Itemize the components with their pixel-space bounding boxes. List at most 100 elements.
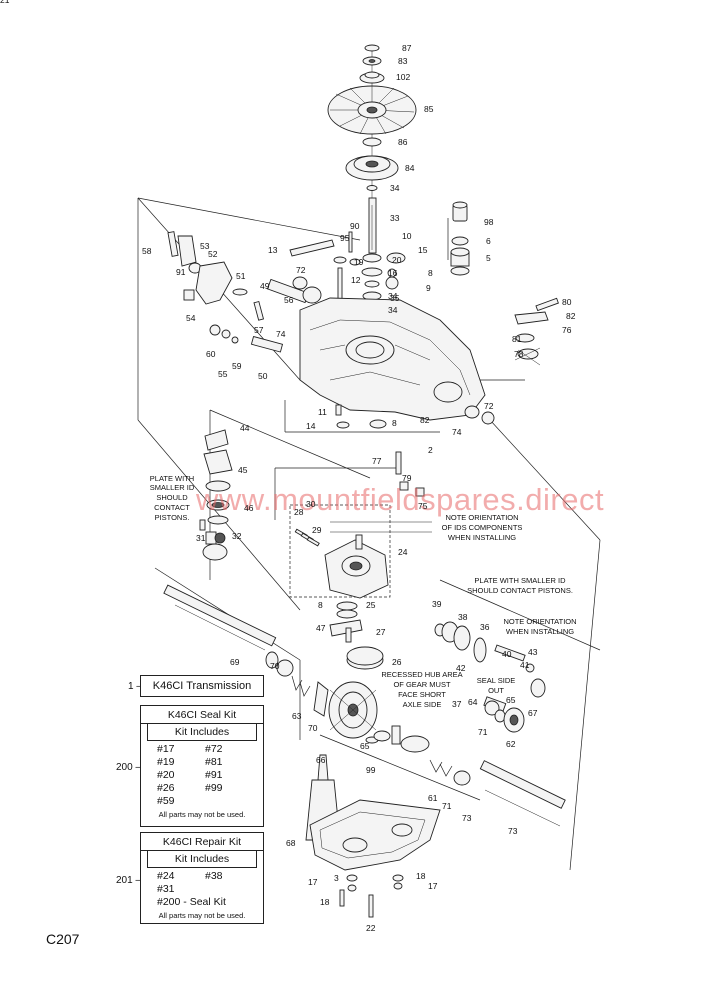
notes: PLATE WITH SMALLER ID SHOULD CONTACT PIS… (150, 474, 577, 709)
callout-label: 75 (418, 501, 428, 511)
callout-label: 71 (442, 801, 452, 811)
callout-label: 38 (458, 612, 468, 622)
callout-label: 39 (432, 599, 442, 609)
note-recessed-line2: OF GEAR MUST (393, 680, 451, 689)
callout-label: 72 (484, 401, 494, 411)
callout-label: 62 (506, 739, 516, 749)
callout-label: 32 (232, 531, 242, 541)
callout-label: 50 (258, 371, 268, 381)
repair-kit-items: #24#38#31#200 - Seal Kit (141, 868, 263, 908)
note-ids-line2: OF IDS COMPONENTS (442, 523, 523, 532)
right-axle-group (434, 621, 546, 733)
note-recessed-line1: RECESSED HUB AREA (381, 670, 462, 679)
callout-label: 66 (316, 755, 326, 765)
callout-label: 90 (350, 221, 360, 231)
callout-label: 30 (306, 499, 316, 509)
callout-label: 99 (366, 765, 376, 775)
bottom-case (309, 799, 441, 918)
callout-label: 26 (392, 657, 402, 667)
differential-gear (328, 681, 430, 753)
repair-kit-note: All parts may not be used. (158, 911, 246, 920)
callout-label: 21 (0, 0, 10, 5)
note-plate-left-line5: PISTONS. (155, 513, 190, 522)
callout-label: 8 (318, 600, 323, 610)
kit-item: #24 (157, 870, 175, 882)
callout-label: 57 (254, 325, 264, 335)
kit-item: #81 (205, 756, 223, 768)
note-plate-left-line3: SHOULD (156, 493, 188, 502)
callout-label: 85 (424, 104, 434, 114)
main-case (299, 297, 495, 429)
transmission-ref: 1 – (128, 681, 142, 692)
kit-item: #91 (205, 769, 223, 781)
callout-label: 70 (270, 661, 280, 671)
callout-label: 11 (318, 407, 327, 417)
callout-label: 3 (334, 873, 339, 883)
callout-label: 64 (468, 697, 478, 707)
callout-label: 28 (294, 507, 304, 517)
callout-label: 82 (420, 415, 430, 425)
callout-label: 34 (390, 183, 400, 193)
input-shaft-group (289, 197, 406, 321)
callout-label: 73 (508, 826, 518, 836)
callout-label: 67 (528, 708, 538, 718)
callout-label: 29 (312, 525, 322, 535)
callout-label: 27 (376, 627, 386, 637)
note-plate-left-line2: SMALLER ID (150, 483, 195, 492)
callout-label: 53 (200, 241, 210, 251)
repair-kit-ref: 201 – (116, 875, 142, 886)
callout-label: 81 (512, 334, 522, 344)
callout-label: 56 (284, 295, 294, 305)
seal-kit-subtitle: Kit Includes (147, 724, 257, 741)
kit-item: #20 (157, 769, 175, 781)
seal-kit-ref: 200 – (116, 762, 142, 773)
callout-label: 24 (398, 547, 408, 557)
callout-label: 25 (366, 600, 376, 610)
note-ids-line1: NOTE ORIENTATION (445, 513, 518, 522)
note-orientation-right-line1: NOTE ORIENTATION (503, 617, 576, 626)
callout-label: 41 (520, 660, 530, 670)
note-plate-right-line2: SHOULD CONTACT PISTONS. (467, 586, 573, 595)
note-seal-side-line1: SEAL SIDE (477, 676, 516, 685)
page-code: C207 (46, 931, 80, 947)
ids-components (199, 429, 425, 561)
callout-label: 68 (286, 838, 296, 848)
callout-label: 71 (478, 727, 488, 737)
kit-item: #72 (205, 743, 223, 755)
callout-label: 6 (486, 236, 491, 246)
kit-item: #31 (157, 883, 175, 895)
control-linkage-parts (167, 231, 322, 353)
transmission-box: K46CI Transmission (140, 675, 264, 697)
callout-label: 35 (390, 293, 400, 303)
callout-label: 76 (562, 325, 572, 335)
note-orientation-right-line2: WHEN INSTALLING (506, 627, 574, 636)
kit-item: #59 (157, 795, 175, 807)
callout-label: 46 (244, 503, 254, 513)
callout-label: 22 (366, 923, 376, 933)
callout-label: 13 (268, 245, 278, 255)
callout-label: 91 (176, 267, 186, 277)
note-recessed-line3: FACE SHORT (398, 690, 446, 699)
callout-label: 34 (388, 305, 398, 315)
callout-label: 36 (480, 622, 490, 632)
callout-label: 77 (372, 456, 382, 466)
note-ids-line3: WHEN INSTALLING (448, 533, 516, 542)
callout-label: 51 (236, 271, 246, 281)
callout-label: 9 (426, 283, 431, 293)
callout-label: 16 (388, 268, 398, 278)
callout-label: 19 (354, 257, 364, 267)
callout-label: 102 (396, 72, 410, 82)
callout-label: 74 (276, 329, 286, 339)
kit-item: #99 (205, 782, 223, 794)
callout-label: 61 (428, 793, 438, 803)
callout-label: 54 (186, 313, 196, 323)
callout-label: 18 (416, 871, 426, 881)
callout-label: 87 (402, 43, 412, 53)
note-plate-right-line1: PLATE WITH SMALLER ID (474, 576, 566, 585)
right-top-parts (450, 201, 470, 276)
repair-kit-title: K46CI Repair Kit (141, 833, 263, 851)
callout-label: 33 (390, 213, 400, 223)
callout-label: 40 (502, 649, 512, 659)
callout-label: 10 (402, 231, 412, 241)
callout-label: 20 (392, 255, 402, 265)
